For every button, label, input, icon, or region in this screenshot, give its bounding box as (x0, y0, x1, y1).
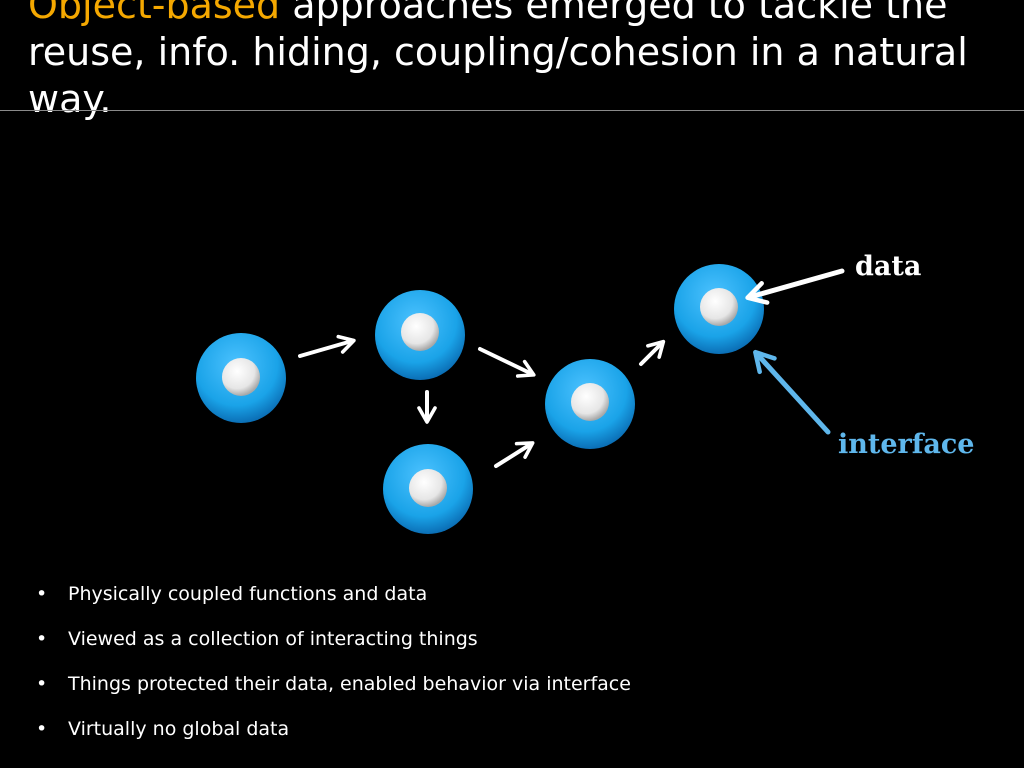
object-data-core (700, 288, 738, 326)
bullet-dot: • (36, 628, 48, 650)
title-divider (0, 110, 1024, 111)
object-node-3 (383, 444, 473, 534)
arrow-node2-to-node4 (478, 347, 536, 378)
arrow-node4-to-node5 (639, 339, 666, 366)
arrow-node3-to-node4 (494, 441, 535, 468)
object-node-5 (674, 264, 764, 354)
bullet-text: Physically coupled functions and data (68, 583, 428, 605)
slide-title-rest: approaches emerged to tackle the reuse, … (28, 0, 968, 121)
bullet-list: • Physically coupled functions and data •… (36, 576, 631, 756)
object-node-2 (375, 290, 465, 380)
interface-callout-arrow (753, 349, 831, 435)
bullet-item: • Things protected their data, enabled be… (36, 666, 631, 711)
bullet-dot: • (36, 718, 48, 740)
bullet-dot: • (36, 583, 48, 605)
bullet-text: Viewed as a collection of interacting th… (68, 628, 478, 650)
bullet-item: • Viewed as a collection of interacting t… (36, 621, 631, 666)
bullet-item: • Physically coupled functions and data (36, 576, 631, 621)
object-node-4 (545, 359, 635, 449)
object-node-1 (196, 333, 286, 423)
slide-title-accent: Object-based (28, 0, 281, 27)
interface-label: interface (838, 429, 975, 460)
bullet-text: Virtually no global data (68, 718, 290, 740)
object-data-core (401, 313, 439, 351)
object-data-core (571, 383, 609, 421)
arrow-node1-to-node2 (298, 334, 356, 358)
bullet-text: Things protected their data, enabled beh… (68, 673, 631, 695)
object-data-core (222, 358, 260, 396)
data-label: data (855, 251, 922, 282)
bullet-item: • Virtually no global data (36, 711, 631, 756)
object-data-core (409, 469, 447, 507)
data-callout-arrow (745, 268, 845, 305)
bullet-dot: • (36, 673, 48, 695)
slide-title: Object-based approaches emerged to tackl… (28, 0, 1008, 123)
